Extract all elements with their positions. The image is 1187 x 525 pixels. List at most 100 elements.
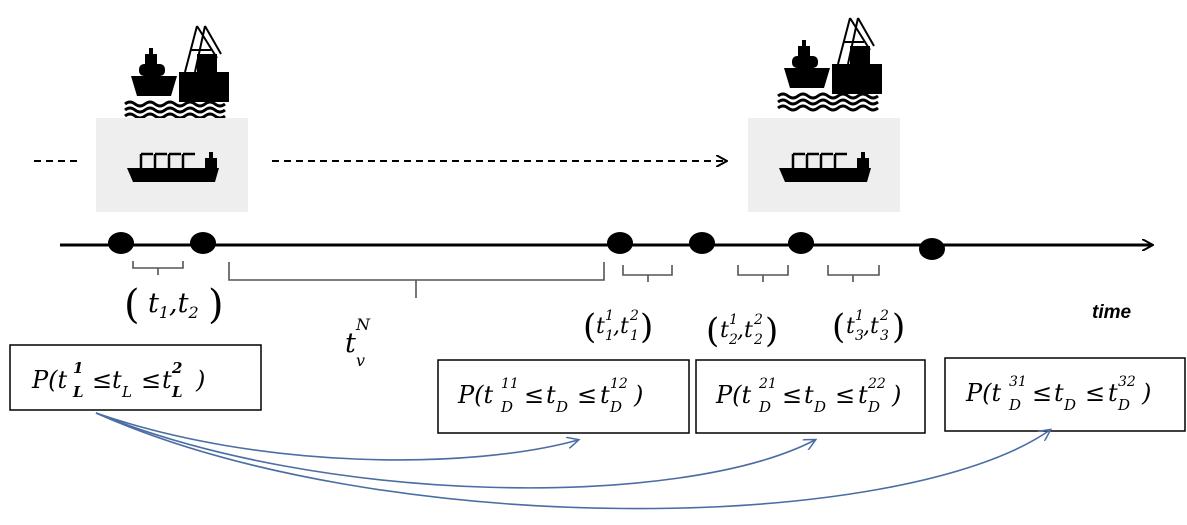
discharge-probability-box-1: P(t 11 D ≤ t D ≤ t 12 D ) <box>437 359 690 434</box>
svg-text:t: t <box>162 366 172 394</box>
svg-text:D: D <box>1008 396 1021 414</box>
discharge-probability-box-2: P(t 21 D ≤ t D ≤ t 22 D ) <box>695 359 926 434</box>
svg-text:≤: ≤ <box>1085 379 1105 407</box>
svg-text:L: L <box>171 383 183 401</box>
port-icon-right <box>777 17 882 112</box>
interval-label-1: ( t1,t2 ) <box>124 282 224 328</box>
loading-probability-box: P(t 1 L ≤ t L ≤ t 2 L ) <box>9 344 262 411</box>
svg-text:): ) <box>1141 379 1151 407</box>
event-dot <box>919 238 945 260</box>
port-ship-crane-icon <box>777 17 882 112</box>
svg-text:P(t: P(t <box>715 381 752 409</box>
svg-text:P(t: P(t <box>31 366 68 394</box>
svg-text:D: D <box>555 398 568 416</box>
svg-text:t: t <box>846 314 855 339</box>
arrow-load-to-d1 <box>95 412 578 461</box>
svg-text:2: 2 <box>879 308 889 324</box>
svg-text:1: 1 <box>855 308 864 324</box>
svg-text:t: t <box>720 318 729 343</box>
svg-text:): ) <box>640 307 653 347</box>
svg-text:D: D <box>813 398 826 416</box>
svg-text:): ) <box>765 311 778 351</box>
svg-text:2: 2 <box>171 359 182 377</box>
event-dot <box>190 232 216 254</box>
svg-text:t: t <box>345 328 356 359</box>
brace-3 <box>737 265 789 282</box>
arrow-load-to-d3 <box>95 412 1050 510</box>
port-icon-left <box>124 25 229 120</box>
svg-text:P(t: P(t <box>965 379 1002 407</box>
svg-text:t1,t2: t1,t2 <box>148 288 199 322</box>
cargo-ship-icon <box>779 152 871 182</box>
svg-text:3: 3 <box>855 328 864 344</box>
svg-text:22: 22 <box>867 376 886 392</box>
svg-text:2: 2 <box>753 312 763 328</box>
svg-text:t: t <box>600 381 610 409</box>
port-ship-crane-icon <box>124 25 229 120</box>
svg-text:t: t <box>804 381 814 409</box>
svg-text:≤: ≤ <box>524 381 544 409</box>
svg-text:≤: ≤ <box>782 381 802 409</box>
svg-text:D: D <box>867 398 880 416</box>
svg-text:t: t <box>858 381 868 409</box>
svg-text:t: t <box>112 366 122 394</box>
svg-text:t: t <box>546 381 556 409</box>
svg-text:L: L <box>72 383 84 401</box>
svg-text:21: 21 <box>758 376 777 392</box>
svg-text:t: t <box>1108 379 1118 407</box>
svg-text:(: ( <box>706 311 719 351</box>
brace-2 <box>622 265 673 282</box>
svg-text:t: t <box>596 314 605 339</box>
svg-text:): ) <box>892 307 905 347</box>
event-dot <box>689 232 715 254</box>
discharge-probability-box-3: P(t 31 D ≤ t D ≤ t 32 D ) <box>944 357 1186 432</box>
svg-text:): ) <box>891 381 901 409</box>
svg-text:D: D <box>758 398 771 416</box>
svg-text:1: 1 <box>729 312 738 328</box>
svg-text:31: 31 <box>1009 374 1027 390</box>
interval-label-tv: t N v <box>345 315 371 370</box>
arrow-load-to-d2 <box>95 412 815 489</box>
svg-text:1: 1 <box>630 328 639 344</box>
svg-text:): ) <box>195 366 205 394</box>
svg-text:1: 1 <box>605 308 614 324</box>
cargo-ship-icon <box>127 152 219 182</box>
interval-label-4: ( t 1 3 ,t 2 3 ) <box>832 307 905 347</box>
svg-text:,t: ,t <box>613 314 629 339</box>
time-axis-label: time <box>1092 302 1132 323</box>
svg-text:D: D <box>1117 396 1130 414</box>
svg-text:2: 2 <box>753 332 763 348</box>
svg-text:v: v <box>356 351 365 370</box>
svg-text:1: 1 <box>605 328 614 344</box>
svg-text:≤: ≤ <box>1032 379 1052 407</box>
svg-text:3: 3 <box>880 328 889 344</box>
svg-text:D: D <box>1063 396 1076 414</box>
svg-text:2: 2 <box>629 308 639 324</box>
svg-text:L: L <box>121 383 132 401</box>
brace-1 <box>132 261 184 275</box>
event-dot <box>607 232 633 254</box>
svg-text:2: 2 <box>728 332 738 348</box>
event-dot <box>108 232 134 254</box>
brace-4 <box>827 265 880 282</box>
svg-text:≤: ≤ <box>141 366 161 394</box>
svg-text:,t: ,t <box>737 318 753 343</box>
svg-text:D: D <box>609 398 622 416</box>
brace-tv <box>228 262 605 298</box>
svg-text:): ) <box>208 282 224 328</box>
svg-text:P(t: P(t <box>457 381 494 409</box>
svg-text:1: 1 <box>73 359 83 377</box>
svg-text:t: t <box>1054 379 1064 407</box>
event-dot <box>788 232 814 254</box>
svg-text:(: ( <box>124 282 140 328</box>
svg-text:11: 11 <box>501 376 519 392</box>
svg-text:D: D <box>500 398 513 416</box>
svg-text:≤: ≤ <box>577 381 597 409</box>
svg-text:N: N <box>355 315 371 334</box>
svg-text:): ) <box>633 381 643 409</box>
interval-label-2: ( t 1 1 ,t 2 1 ) <box>583 307 653 347</box>
time-axis-events <box>108 232 945 260</box>
svg-text:12: 12 <box>610 376 628 392</box>
svg-text:≤: ≤ <box>835 381 855 409</box>
